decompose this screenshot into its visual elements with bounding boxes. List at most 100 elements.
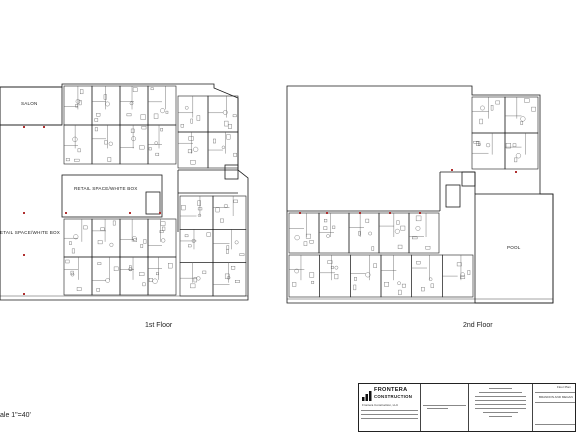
column-marker	[23, 126, 25, 128]
first-north-units-furniture	[104, 140, 108, 145]
first-south-units-table	[109, 242, 114, 247]
salon-room	[0, 86, 63, 126]
column-marker	[359, 212, 361, 214]
title-block-info-cell	[469, 384, 533, 431]
second-northeast-units-table	[480, 105, 485, 111]
first-south-units-unit	[63, 256, 93, 296]
first-southeast-units-table	[234, 240, 239, 245]
first-southeast-units-furniture	[235, 280, 240, 283]
frontera-logo-icon	[362, 391, 372, 401]
second-mid-units-furniture	[323, 226, 328, 230]
second-south-units-table	[428, 277, 433, 281]
first-east-units-furniture	[187, 149, 193, 154]
second-mid-units-furniture	[371, 246, 375, 251]
first-north-units-table	[75, 99, 81, 104]
first-southeast-units-furniture	[188, 244, 192, 248]
second-mid-units-furniture	[415, 215, 422, 222]
first-south-units-furniture	[97, 240, 103, 245]
first-southeast-units-unit	[212, 195, 247, 230]
second-south-units-furniture	[330, 265, 334, 269]
first-north-units-unit	[63, 124, 93, 165]
company-name: Frontera Construction, LLC	[362, 403, 399, 407]
second-south-units-furniture	[334, 274, 339, 280]
second-south-units-furniture	[327, 260, 333, 264]
second-northeast-units-table	[486, 143, 491, 148]
second-northeast-units-furniture	[514, 157, 518, 163]
second-south-units-furniture	[421, 287, 425, 292]
brand-line-2: CONSTRUCTION	[374, 394, 413, 399]
second-south-units-furniture	[401, 283, 406, 288]
first-southeast-units-furniture	[230, 266, 236, 270]
brand-line-1: FRONTERA	[374, 387, 408, 393]
first-south-units-furniture	[113, 266, 119, 271]
first-south-units-table	[152, 278, 158, 284]
first-east-units-furniture	[213, 138, 216, 144]
second-mid-units-furniture	[332, 225, 336, 229]
first-south-units-unit	[63, 218, 93, 258]
second-mid-units-unit	[348, 212, 380, 254]
second-mid-units-furniture	[396, 220, 400, 225]
second-northeast-units-furniture	[476, 141, 481, 146]
column-marker	[129, 212, 131, 214]
first-north-units-furniture	[80, 89, 84, 95]
first-south-units-table	[128, 267, 133, 272]
first-south-units-table	[161, 238, 166, 243]
first-southeast-units-furniture	[226, 245, 230, 250]
first-southeast-units-table	[226, 276, 231, 280]
first-north-units-furniture	[130, 128, 135, 133]
column-marker	[23, 254, 25, 256]
project-line: BRANDON AND MEGAN	[539, 395, 573, 399]
first-south-units-unit	[147, 256, 177, 296]
title-block-sheet-cell: Floor Plan BRANDON AND MEGAN	[533, 384, 576, 431]
first-south-units-furniture	[142, 282, 146, 287]
first-north-units-table	[105, 101, 110, 107]
second-mid-units-furniture	[303, 241, 308, 246]
first-south-units-furniture	[70, 270, 74, 275]
second-mid-units-table	[394, 228, 400, 234]
second-northeast-units-furniture	[479, 118, 483, 125]
second-south-units-unit	[319, 254, 351, 298]
second-mid-units-furniture	[358, 231, 361, 236]
first-north-units-furniture	[75, 104, 79, 108]
column-marker	[419, 212, 421, 214]
second-mid-units-table	[294, 235, 300, 241]
first-southeast-units-furniture	[184, 234, 189, 238]
first-north-units-furniture	[107, 157, 112, 162]
second-south-units-furniture	[456, 262, 462, 267]
second-mid-units-unit	[288, 212, 320, 254]
first-north-units-furniture	[65, 158, 70, 162]
second-south-units-table	[460, 272, 465, 277]
first-south-units-unit	[91, 256, 121, 296]
column-marker	[515, 171, 517, 173]
column-marker	[451, 169, 453, 171]
first-south-units-table	[105, 278, 110, 283]
second-mid-units-furniture	[397, 244, 403, 249]
first-north-units-furniture	[74, 158, 80, 162]
second-northeast-units-furniture	[512, 143, 517, 147]
column-marker	[23, 212, 25, 214]
first-southeast-units-table	[196, 276, 201, 281]
column-marker	[299, 212, 301, 214]
first-southeast-units-furniture	[190, 283, 196, 289]
retail-room-center	[61, 174, 163, 218]
first-east-units-furniture	[224, 120, 229, 127]
second-south-units-furniture	[292, 282, 297, 287]
first-east-units-unit	[177, 131, 209, 169]
second-mid-units-table	[326, 234, 330, 238]
column-marker	[65, 212, 67, 214]
first-north-units-unit	[147, 85, 177, 126]
first-north-units-furniture	[140, 114, 146, 120]
first-south-units-furniture	[83, 225, 88, 230]
first-east-units-table	[193, 146, 199, 152]
first-north-units-furniture	[160, 128, 163, 132]
first-south-units-furniture	[143, 239, 147, 244]
first-southeast-units-unit	[179, 262, 214, 297]
second-mid-units-furniture	[324, 219, 328, 223]
first-southeast-units-furniture	[197, 207, 203, 211]
scale-note: ale 1"=40'	[0, 412, 31, 419]
first-north-units-furniture	[155, 152, 160, 156]
first-north-units-furniture	[126, 113, 132, 117]
second-south-units-furniture	[430, 283, 434, 288]
